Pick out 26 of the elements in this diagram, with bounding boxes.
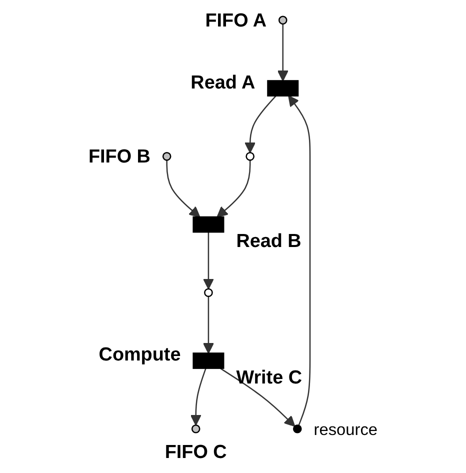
node-bar xyxy=(267,80,299,96)
arrow xyxy=(202,296,214,354)
place-label: FIFO A xyxy=(205,10,266,32)
node-bar xyxy=(192,352,224,369)
arrow xyxy=(166,160,200,218)
arrow xyxy=(190,368,206,426)
node-bar xyxy=(192,216,224,233)
node-circle xyxy=(204,288,213,298)
arrow xyxy=(216,160,251,218)
node-circle xyxy=(278,16,288,25)
transition-label: Read A xyxy=(190,72,256,94)
arrow xyxy=(202,232,214,290)
arrow xyxy=(220,368,296,427)
arrow xyxy=(244,95,276,154)
place-label: FIFO B xyxy=(88,146,150,168)
transition-label: Write C xyxy=(236,367,302,388)
place-label: FIFO C xyxy=(164,442,227,463)
arrow xyxy=(288,95,311,426)
node-circle xyxy=(292,424,302,434)
arrow xyxy=(277,24,288,82)
node-circle xyxy=(162,152,172,161)
node-circle xyxy=(246,152,254,161)
transition-label: Compute xyxy=(98,344,181,366)
node-circle xyxy=(191,424,200,434)
transition-label: Read B xyxy=(236,231,302,252)
place-label: resource xyxy=(314,421,378,440)
